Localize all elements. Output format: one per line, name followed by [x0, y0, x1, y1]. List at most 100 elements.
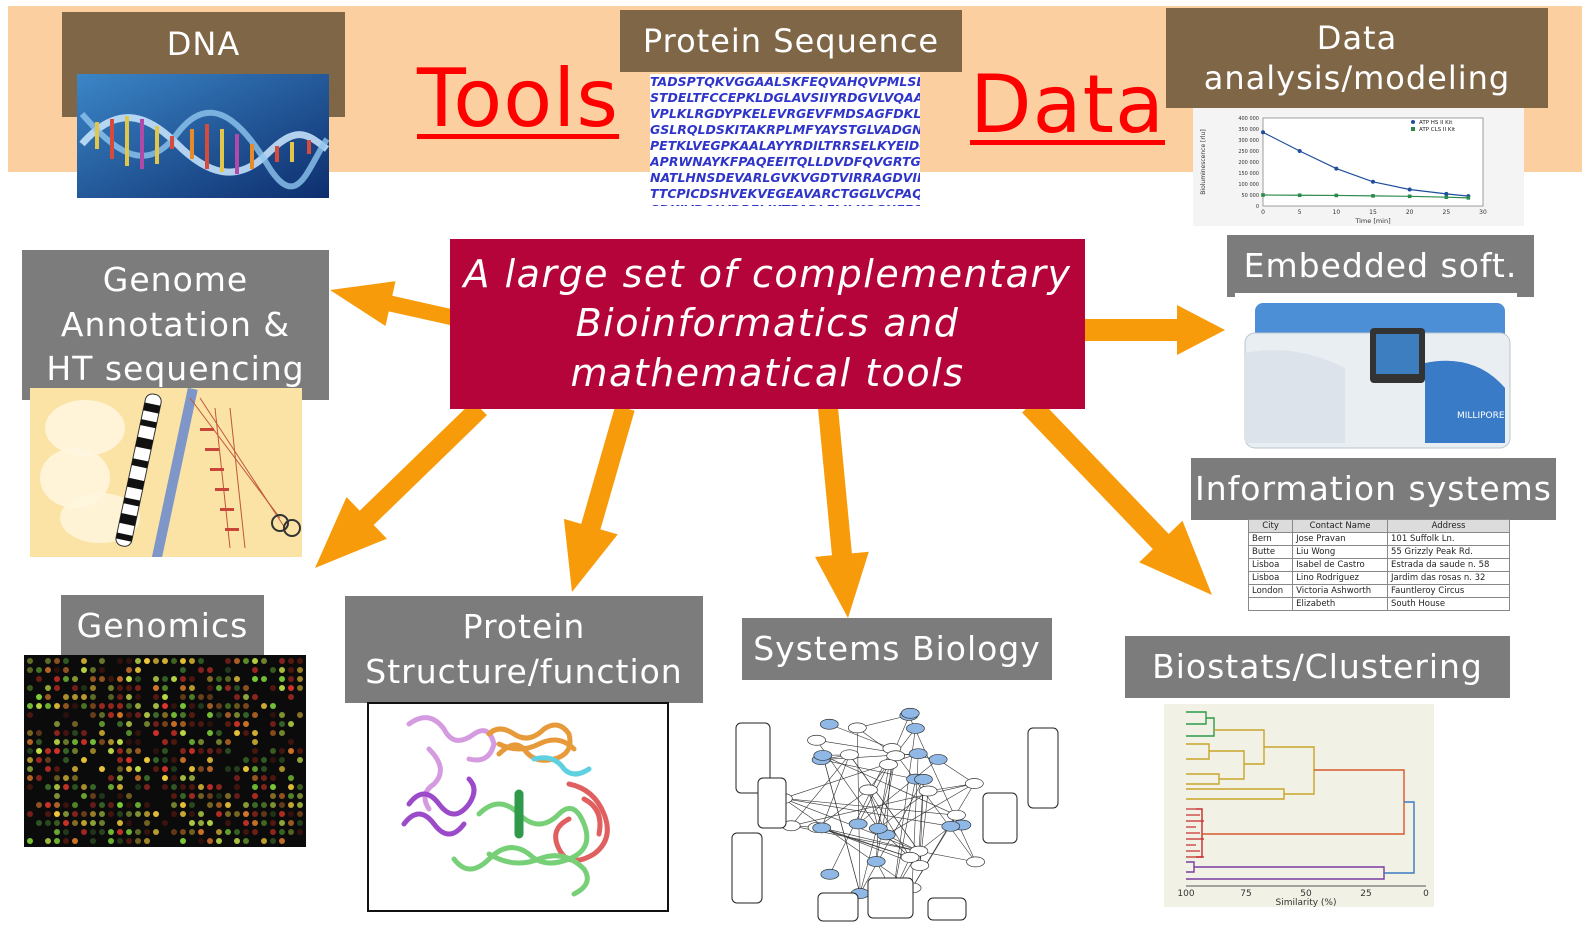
table-cell: South House [1387, 597, 1510, 611]
array-spot [90, 820, 96, 826]
array-spot [207, 685, 213, 691]
array-spot [135, 658, 141, 664]
x-tick-label: 10 [1333, 209, 1341, 216]
array-spot [117, 703, 123, 709]
array-spot [36, 802, 42, 808]
legend-label: ATP HS II Kit [1419, 120, 1453, 126]
network-node [908, 748, 928, 760]
array-spot [72, 730, 78, 736]
sequence-line: TADSPTQKVGGAALSKFEQVAHQVPMLSLDNAFSEE [650, 74, 920, 89]
array-spot [54, 721, 60, 727]
array-spot [90, 676, 96, 682]
array-spot [108, 829, 114, 835]
table-cell [1248, 597, 1294, 611]
central-line-2: Bioinformatics and [575, 301, 960, 346]
array-spot [252, 730, 258, 736]
x-tick-label: 5 [1298, 209, 1302, 216]
table-cell: Jardim das rosas n. 32 [1387, 571, 1510, 585]
network-node [820, 868, 840, 880]
array-spot [27, 748, 33, 754]
array-spot [108, 694, 114, 700]
array-spot [108, 838, 114, 844]
array-spot [126, 757, 132, 763]
array-spot [252, 748, 258, 754]
array-spot [180, 775, 186, 781]
array-spot [108, 739, 114, 745]
array-spot [234, 811, 240, 817]
array-spot [270, 685, 276, 691]
data-point [1297, 193, 1302, 198]
array-spot [144, 658, 150, 664]
dendrogram-branch [1186, 866, 1385, 880]
dendrogram-branch [1384, 801, 1415, 874]
array-spot [189, 775, 195, 781]
array-spot [189, 685, 195, 691]
array-spot [81, 793, 87, 799]
array-spot [108, 802, 114, 808]
array-spot [234, 838, 240, 844]
array-spot [45, 667, 51, 673]
array-spot [90, 685, 96, 691]
array-spot [171, 811, 177, 817]
array-spot [189, 820, 195, 826]
network-node [900, 851, 920, 863]
array-spot [216, 703, 222, 709]
array-spot [225, 658, 231, 664]
array-spot [243, 730, 249, 736]
array-spot [153, 676, 159, 682]
table-cell: Butte [1248, 545, 1294, 559]
data-point [1407, 187, 1412, 192]
flow-arrow [315, 400, 487, 568]
network-node [914, 774, 933, 785]
network-node [840, 749, 859, 761]
array-spot [252, 712, 258, 718]
array-spot [54, 676, 60, 682]
dendrogram-branch [1186, 711, 1207, 725]
array-spot [198, 703, 204, 709]
array-spot [81, 739, 87, 745]
array-spot [54, 802, 60, 808]
array-spot [117, 811, 123, 817]
array-spot [63, 694, 69, 700]
array-spot [144, 829, 150, 835]
array-spot [126, 820, 132, 826]
array-spot [270, 712, 276, 718]
module-box [731, 832, 763, 904]
dendrogram-axis-label: Similarity (%) [1276, 898, 1337, 907]
array-spot [252, 829, 258, 835]
array-spot [27, 667, 33, 673]
array-spot [279, 793, 285, 799]
array-spot [180, 676, 186, 682]
network-edge [817, 827, 911, 858]
array-spot [198, 721, 204, 727]
data-point [1466, 196, 1471, 200]
array-spot [171, 793, 177, 799]
array-spot [72, 721, 78, 727]
array-spot [36, 775, 42, 781]
array-spot [126, 748, 132, 754]
array-spot [90, 811, 96, 817]
y-tick-label: 300 000 [1238, 138, 1259, 144]
array-spot [162, 685, 168, 691]
array-spot [297, 712, 303, 718]
array-spot [135, 685, 141, 691]
array-spot [198, 694, 204, 700]
array-spot [117, 784, 123, 790]
array-spot [252, 793, 258, 799]
central-line-3: mathematical tools [570, 350, 965, 395]
array-spot [252, 820, 258, 826]
array-spot [117, 712, 123, 718]
array-spot [261, 820, 267, 826]
table-cell: Lino Rodriguez [1292, 571, 1389, 585]
network-edge [918, 850, 976, 863]
array-spot [81, 811, 87, 817]
array-spot [153, 766, 159, 772]
table-cell: Fauntleroy Circus [1387, 584, 1510, 598]
network-node [964, 778, 984, 789]
sequence-line: GSLRQLDSKITAKRPLMFYAYSTGLVADGNIPEDHYQ [650, 122, 920, 137]
array-spot [198, 739, 204, 745]
array-spot [171, 703, 177, 709]
network-edge [821, 759, 916, 780]
table-cell: Victoria Ashworth [1292, 584, 1389, 598]
